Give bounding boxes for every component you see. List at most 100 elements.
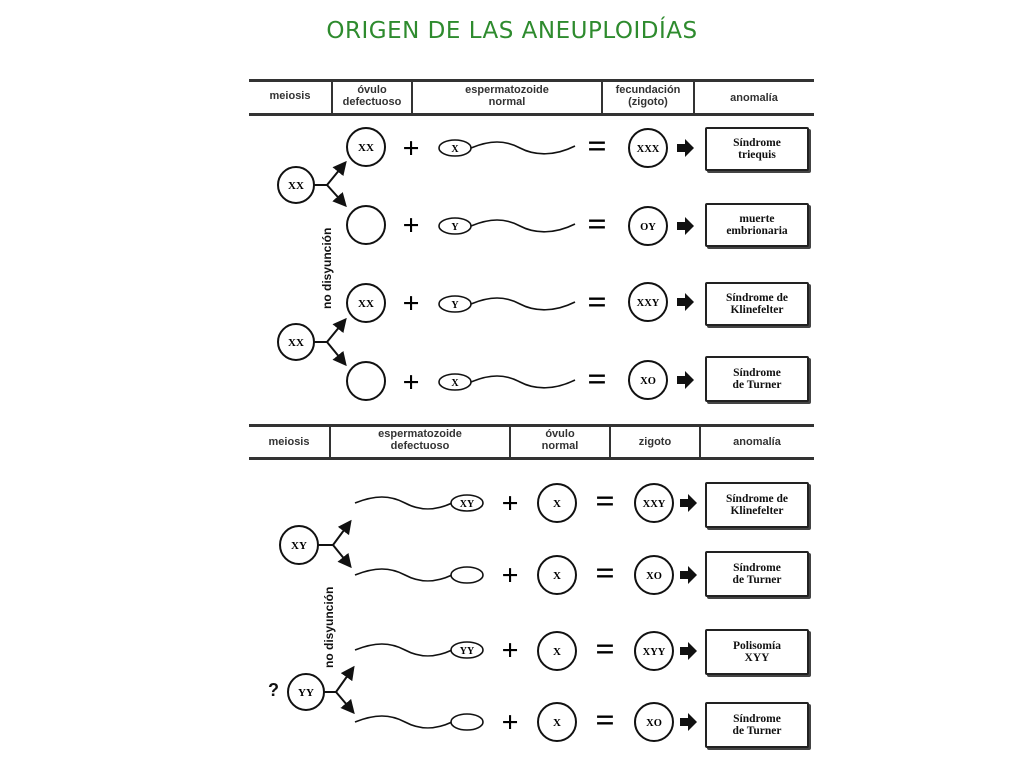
- svg-text:YY: YY: [298, 687, 314, 699]
- zigoto-cell: OY: [628, 206, 668, 246]
- plus-sign: +: [501, 559, 518, 592]
- bottom-header-divider: [329, 424, 331, 459]
- equals-sign: =: [595, 555, 614, 592]
- svg-text:XX: XX: [358, 298, 374, 310]
- svg-text:XX: XX: [358, 142, 374, 154]
- right-arrow-icon: [680, 494, 697, 731]
- bottom-header-meiosis: meiosis: [268, 436, 310, 448]
- zigoto-cell: XXY: [628, 282, 668, 322]
- anomaly-box: Síndrome de Klinefelter: [705, 482, 809, 528]
- anomaly-box: muerte embrionaria: [705, 203, 809, 247]
- ovulo-cell: X: [537, 631, 577, 671]
- plus-sign: +: [501, 487, 518, 520]
- bottom-header-divider: [699, 424, 701, 459]
- bottom-header-divider: [509, 424, 511, 459]
- svg-text:X: X: [451, 378, 459, 389]
- equals-sign: =: [595, 631, 614, 668]
- bottom-header-espermatozoide-defectuoso: espermatozoide defectuoso: [378, 428, 462, 452]
- equals-sign: =: [587, 206, 606, 243]
- top-header-espermatozoide-normal: espermatozoide normal: [465, 84, 549, 108]
- svg-text:X: X: [553, 646, 561, 658]
- top-header-divider: [693, 79, 695, 115]
- ovulo-cell: XX: [346, 127, 386, 167]
- top-header-divider: [601, 79, 603, 115]
- parent-cell: XX: [277, 323, 315, 361]
- ovulo-cell: X: [537, 555, 577, 595]
- svg-text:XXY: XXY: [643, 499, 666, 510]
- top-header-top-rule: [249, 79, 814, 82]
- equals-sign: =: [587, 361, 606, 398]
- sperm-cell: [354, 566, 484, 584]
- parent-cell: XY: [279, 525, 319, 565]
- sperm-cell: X: [438, 139, 576, 157]
- svg-text:X: X: [553, 498, 561, 510]
- top-header-ovulo-defectuoso: óvulo defectuoso: [342, 84, 402, 108]
- ovulo-cell: X: [537, 702, 577, 742]
- svg-text:XXX: XXX: [637, 144, 660, 155]
- zigoto-cell: XO: [628, 360, 668, 400]
- top-header-anomalia: anomalía: [730, 92, 778, 104]
- anomaly-box: Síndrome triequis: [705, 127, 809, 171]
- top-header-bottom-rule: [249, 113, 814, 116]
- question-mark: ?: [268, 680, 279, 700]
- meiosis-split-arrow: [318, 519, 355, 715]
- anomaly-box: Síndrome de Turner: [705, 356, 809, 402]
- zigoto-cell: XO: [634, 555, 674, 595]
- parent-cell: YY: [287, 673, 325, 711]
- svg-text:XX: XX: [288, 337, 304, 349]
- svg-text:XO: XO: [640, 376, 656, 387]
- svg-text:OY: OY: [640, 222, 656, 233]
- equals-sign: =: [587, 128, 606, 165]
- svg-text:YY: YY: [460, 646, 475, 657]
- svg-text:XY: XY: [291, 540, 307, 552]
- svg-text:Y: Y: [451, 300, 459, 311]
- right-arrow-icon: [677, 139, 694, 389]
- top-header-meiosis: meiosis: [269, 90, 311, 102]
- sperm-cell: Y: [438, 217, 576, 235]
- plus-sign: +: [402, 132, 419, 165]
- equals-sign: =: [595, 702, 614, 739]
- equals-sign: =: [595, 483, 614, 520]
- sperm-cell: YY: [354, 641, 484, 659]
- zigoto-cell: XXY: [634, 483, 674, 523]
- svg-text:XYY: XYY: [643, 647, 666, 658]
- anomaly-box: Síndrome de Klinefelter: [705, 282, 809, 326]
- ovulo-cell: X: [537, 483, 577, 523]
- bottom-header-anomalia: anomalía: [733, 436, 781, 448]
- svg-text:X: X: [451, 144, 459, 155]
- plus-sign: +: [402, 287, 419, 320]
- plus-sign: +: [501, 706, 518, 739]
- svg-text:XO: XO: [646, 571, 662, 582]
- sperm-cell: Y: [438, 295, 576, 313]
- ovulo-cell: XX: [346, 283, 386, 323]
- svg-text:XX: XX: [288, 180, 304, 192]
- equals-sign: =: [587, 284, 606, 321]
- zigoto-cell: XYY: [634, 631, 674, 671]
- plus-sign: +: [402, 209, 419, 242]
- meiosis-split-arrow: [314, 160, 347, 367]
- plus-sign: +: [402, 366, 419, 399]
- top-header-divider: [331, 79, 333, 115]
- bottom-header-ovulo-normal: óvulo normal: [541, 428, 579, 452]
- svg-text:X: X: [553, 717, 561, 729]
- sperm-cell: [354, 713, 484, 731]
- anomaly-box: Síndrome de Turner: [705, 702, 809, 748]
- svg-text:XXY: XXY: [637, 298, 660, 309]
- bottom-header-top-rule: [249, 424, 814, 427]
- sperm-cell: XY: [354, 494, 484, 512]
- zigoto-cell: XXX: [628, 128, 668, 168]
- bottom-header-bottom-rule: [249, 457, 814, 460]
- top-header-fecundacion: fecundación (zigoto): [615, 84, 681, 108]
- plus-sign: +: [501, 634, 518, 667]
- ovulo-cell: [346, 361, 386, 401]
- zigoto-cell: XO: [634, 702, 674, 742]
- top-header-divider: [411, 79, 413, 115]
- svg-text:Y: Y: [451, 222, 459, 233]
- svg-text:XO: XO: [646, 718, 662, 729]
- bottom-header-zigoto: zigoto: [638, 436, 672, 448]
- svg-text:XY: XY: [460, 499, 475, 510]
- parent-cell: XX: [277, 166, 315, 204]
- anomaly-box: Síndrome de Turner: [705, 551, 809, 597]
- sperm-cell: X: [438, 373, 576, 391]
